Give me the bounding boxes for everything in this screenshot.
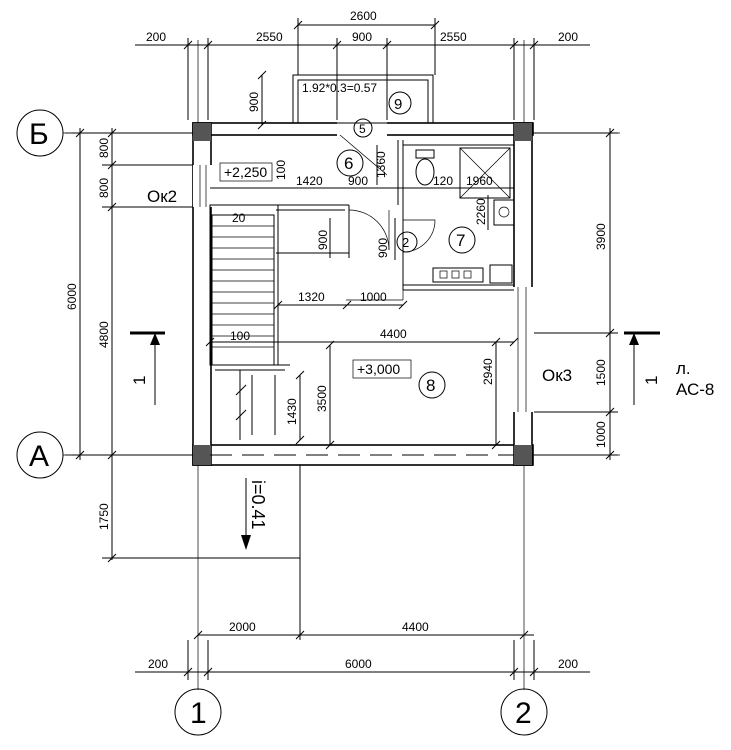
dim-900-vertical: 900 [316,230,330,250]
axis-bubbles: Б А 1 2 [16,109,548,736]
room-circle-7 [448,226,476,254]
level-markers: +2,250 +3,000 [219,162,412,379]
window-label-ok2: Ок2 [147,187,177,206]
section-mark-left: 1 [130,331,165,405]
dim-2260: 2260 [474,198,488,225]
stove-icon [432,267,484,283]
room-number-2: 2 [402,235,409,250]
room-circle-2 [396,231,418,253]
room-circle-5 [353,118,373,138]
dim-left-1750: 1750 [97,503,111,530]
dim-left-6000: 6000 [65,283,79,310]
dim-20: 20 [232,211,246,225]
shower-tray [459,147,511,199]
sink-icon [489,264,513,284]
top-dimension-chain: 2600 200 2550 900 2550 200 [135,9,590,120]
sheet-code: АС-8 [676,380,714,399]
dim-900-top: 900 [247,92,261,112]
dim-top-200-left: 200 [146,30,166,44]
dim-1360: 1360 [374,151,388,178]
washbasin-icon [493,199,515,226]
room-markers: 9 5 6 2 7 8 [336,91,476,399]
formula-label: 1.92*0.3=0.57 [302,81,377,95]
room-number-6: 6 [344,154,353,173]
dim-right-3900: 3900 [594,223,608,250]
dim-top-900: 900 [352,30,372,44]
dim-900-door: 900 [376,238,390,258]
dim-1960: 1960 [466,174,493,188]
dim-top-2550-left: 2550 [256,30,283,44]
axis-bubble-1 [174,688,222,736]
dim-1430: 1430 [285,398,299,425]
dim-bottom-4400: 4400 [402,620,429,634]
dim-100: 100 [274,160,288,180]
slope-label: i=0.41 [248,480,268,530]
dim-100-stair: 100 [230,329,250,343]
bathroom-fixtures [415,147,515,284]
dim-top-overall: 2600 [350,9,377,23]
dim-right-1000: 1000 [594,421,608,448]
axis-label-2: 2 [515,697,532,730]
dim-3500: 3500 [315,385,329,412]
dim-2940: 2940 [481,358,495,385]
interior-partitions [209,140,514,366]
axis-label-a: А [29,440,49,473]
section-label-left: 1 [130,376,149,385]
section-label-right: 1 [642,376,661,385]
bottom-dimension-chain: 2000 4400 200 6000 200 [135,620,590,680]
dim-1420: 1420 [296,174,323,188]
doors [346,209,436,301]
room-number-8: 8 [426,376,435,395]
stair [211,214,285,440]
top-bay-room: 1.92*0.3=0.57 [292,74,434,176]
axis-label-1: 1 [190,697,207,730]
interior-dimension-lines: 900 100 1420 900 1360 120 1960 2260 20 9… [205,70,519,450]
room-circle-8 [418,371,446,399]
right-dimension-chain: 3900 1500 1000 [534,128,618,460]
dim-4400-inner: 4400 [380,327,407,341]
exterior-walls [192,120,534,466]
dim-bottom-6000: 6000 [345,657,372,671]
left-dimension-chain: 6000 800 800 4800 1750 [65,128,301,640]
room-number-5: 5 [359,122,366,136]
toilet-icon [415,158,435,186]
sheet-reference: л. [676,359,691,378]
dim-right-1500: 1500 [594,359,608,386]
room-number-9: 9 [394,96,402,113]
room-circle-6 [336,149,364,177]
dim-top-2550-right: 2550 [440,30,467,44]
dim-left-800-b: 800 [97,178,111,198]
slope-arrow: i=0.41 [241,478,268,550]
dim-bottom-200-left: 200 [148,657,168,671]
dim-900-mid: 900 [348,174,368,188]
dim-top-200-right: 200 [558,30,578,44]
dim-120: 120 [433,174,453,188]
window-label-ok3: Ок3 [542,366,572,385]
dim-left-4800: 4800 [97,321,111,348]
axis-label-b: Б [29,118,49,151]
level-main: +3,000 [357,361,400,377]
dim-bottom-200-right: 200 [558,657,578,671]
dim-1000: 1000 [360,290,387,304]
dim-1320: 1320 [298,290,325,304]
level-upper: +2,250 [224,164,267,180]
room-number-7: 7 [456,231,465,250]
axis-bubble-2 [500,688,548,736]
dim-left-800-a: 800 [97,138,111,158]
room-circle-9 [388,91,412,115]
section-mark-right: 1 [624,331,661,405]
dim-bottom-2000: 2000 [229,620,256,634]
